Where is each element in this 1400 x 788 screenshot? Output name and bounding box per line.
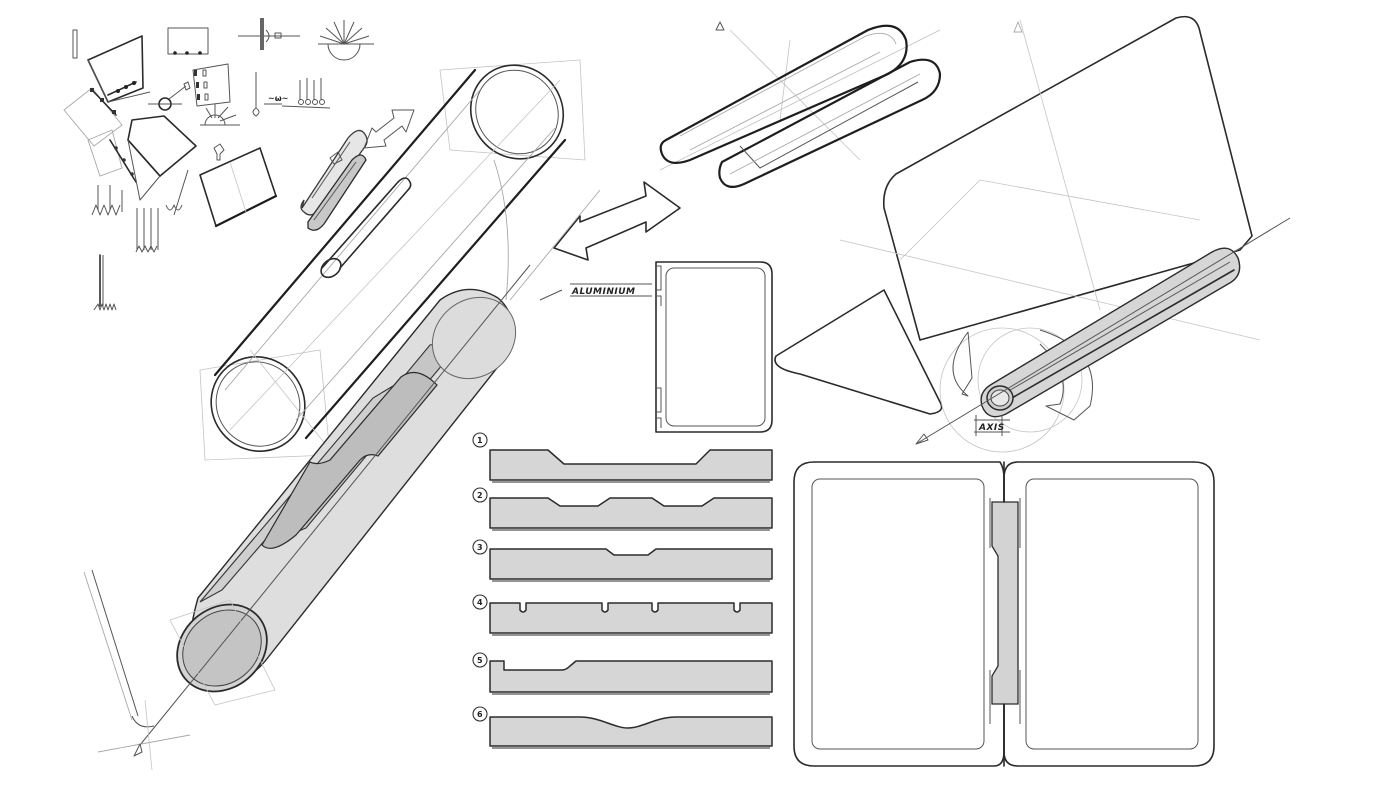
svg-text:1: 1	[477, 436, 483, 445]
svg-text:5: 5	[477, 656, 483, 665]
hinge-profile-list: 1 2 3 4 5	[472, 432, 773, 749]
hinge-profile-2: 2	[472, 487, 773, 531]
clip-parts	[300, 109, 415, 231]
clear-tube	[199, 59, 586, 461]
corner-detail	[83, 569, 191, 771]
thumbnail-sketches: ~ω~	[63, 18, 374, 311]
hinge-profile-5: 5	[472, 652, 773, 695]
open-folio	[793, 461, 1215, 767]
hinge-profile-3: 3	[472, 539, 773, 582]
svg-text:~ω~: ~ω~	[268, 94, 288, 103]
stand-mode-tablet: AXIS	[774, 15, 1291, 453]
clip-pair-isometric	[659, 21, 942, 189]
aluminium-label: ALUMINIUM	[571, 287, 635, 297]
svg-text:3: 3	[477, 543, 483, 552]
svg-text:4: 4	[477, 598, 483, 607]
shaded-tube	[139, 264, 531, 746]
hinge-profile-4: 4	[472, 594, 773, 636]
axis-label: AXIS	[978, 423, 1005, 433]
hinge-profile-6: 6	[472, 706, 773, 749]
hinge-profile-1: 1	[472, 432, 773, 483]
direction-arrow	[509, 181, 681, 301]
svg-text:6: 6	[477, 710, 483, 719]
aluminium-section: ALUMINIUM	[539, 261, 773, 433]
svg-text:2: 2	[477, 491, 483, 500]
